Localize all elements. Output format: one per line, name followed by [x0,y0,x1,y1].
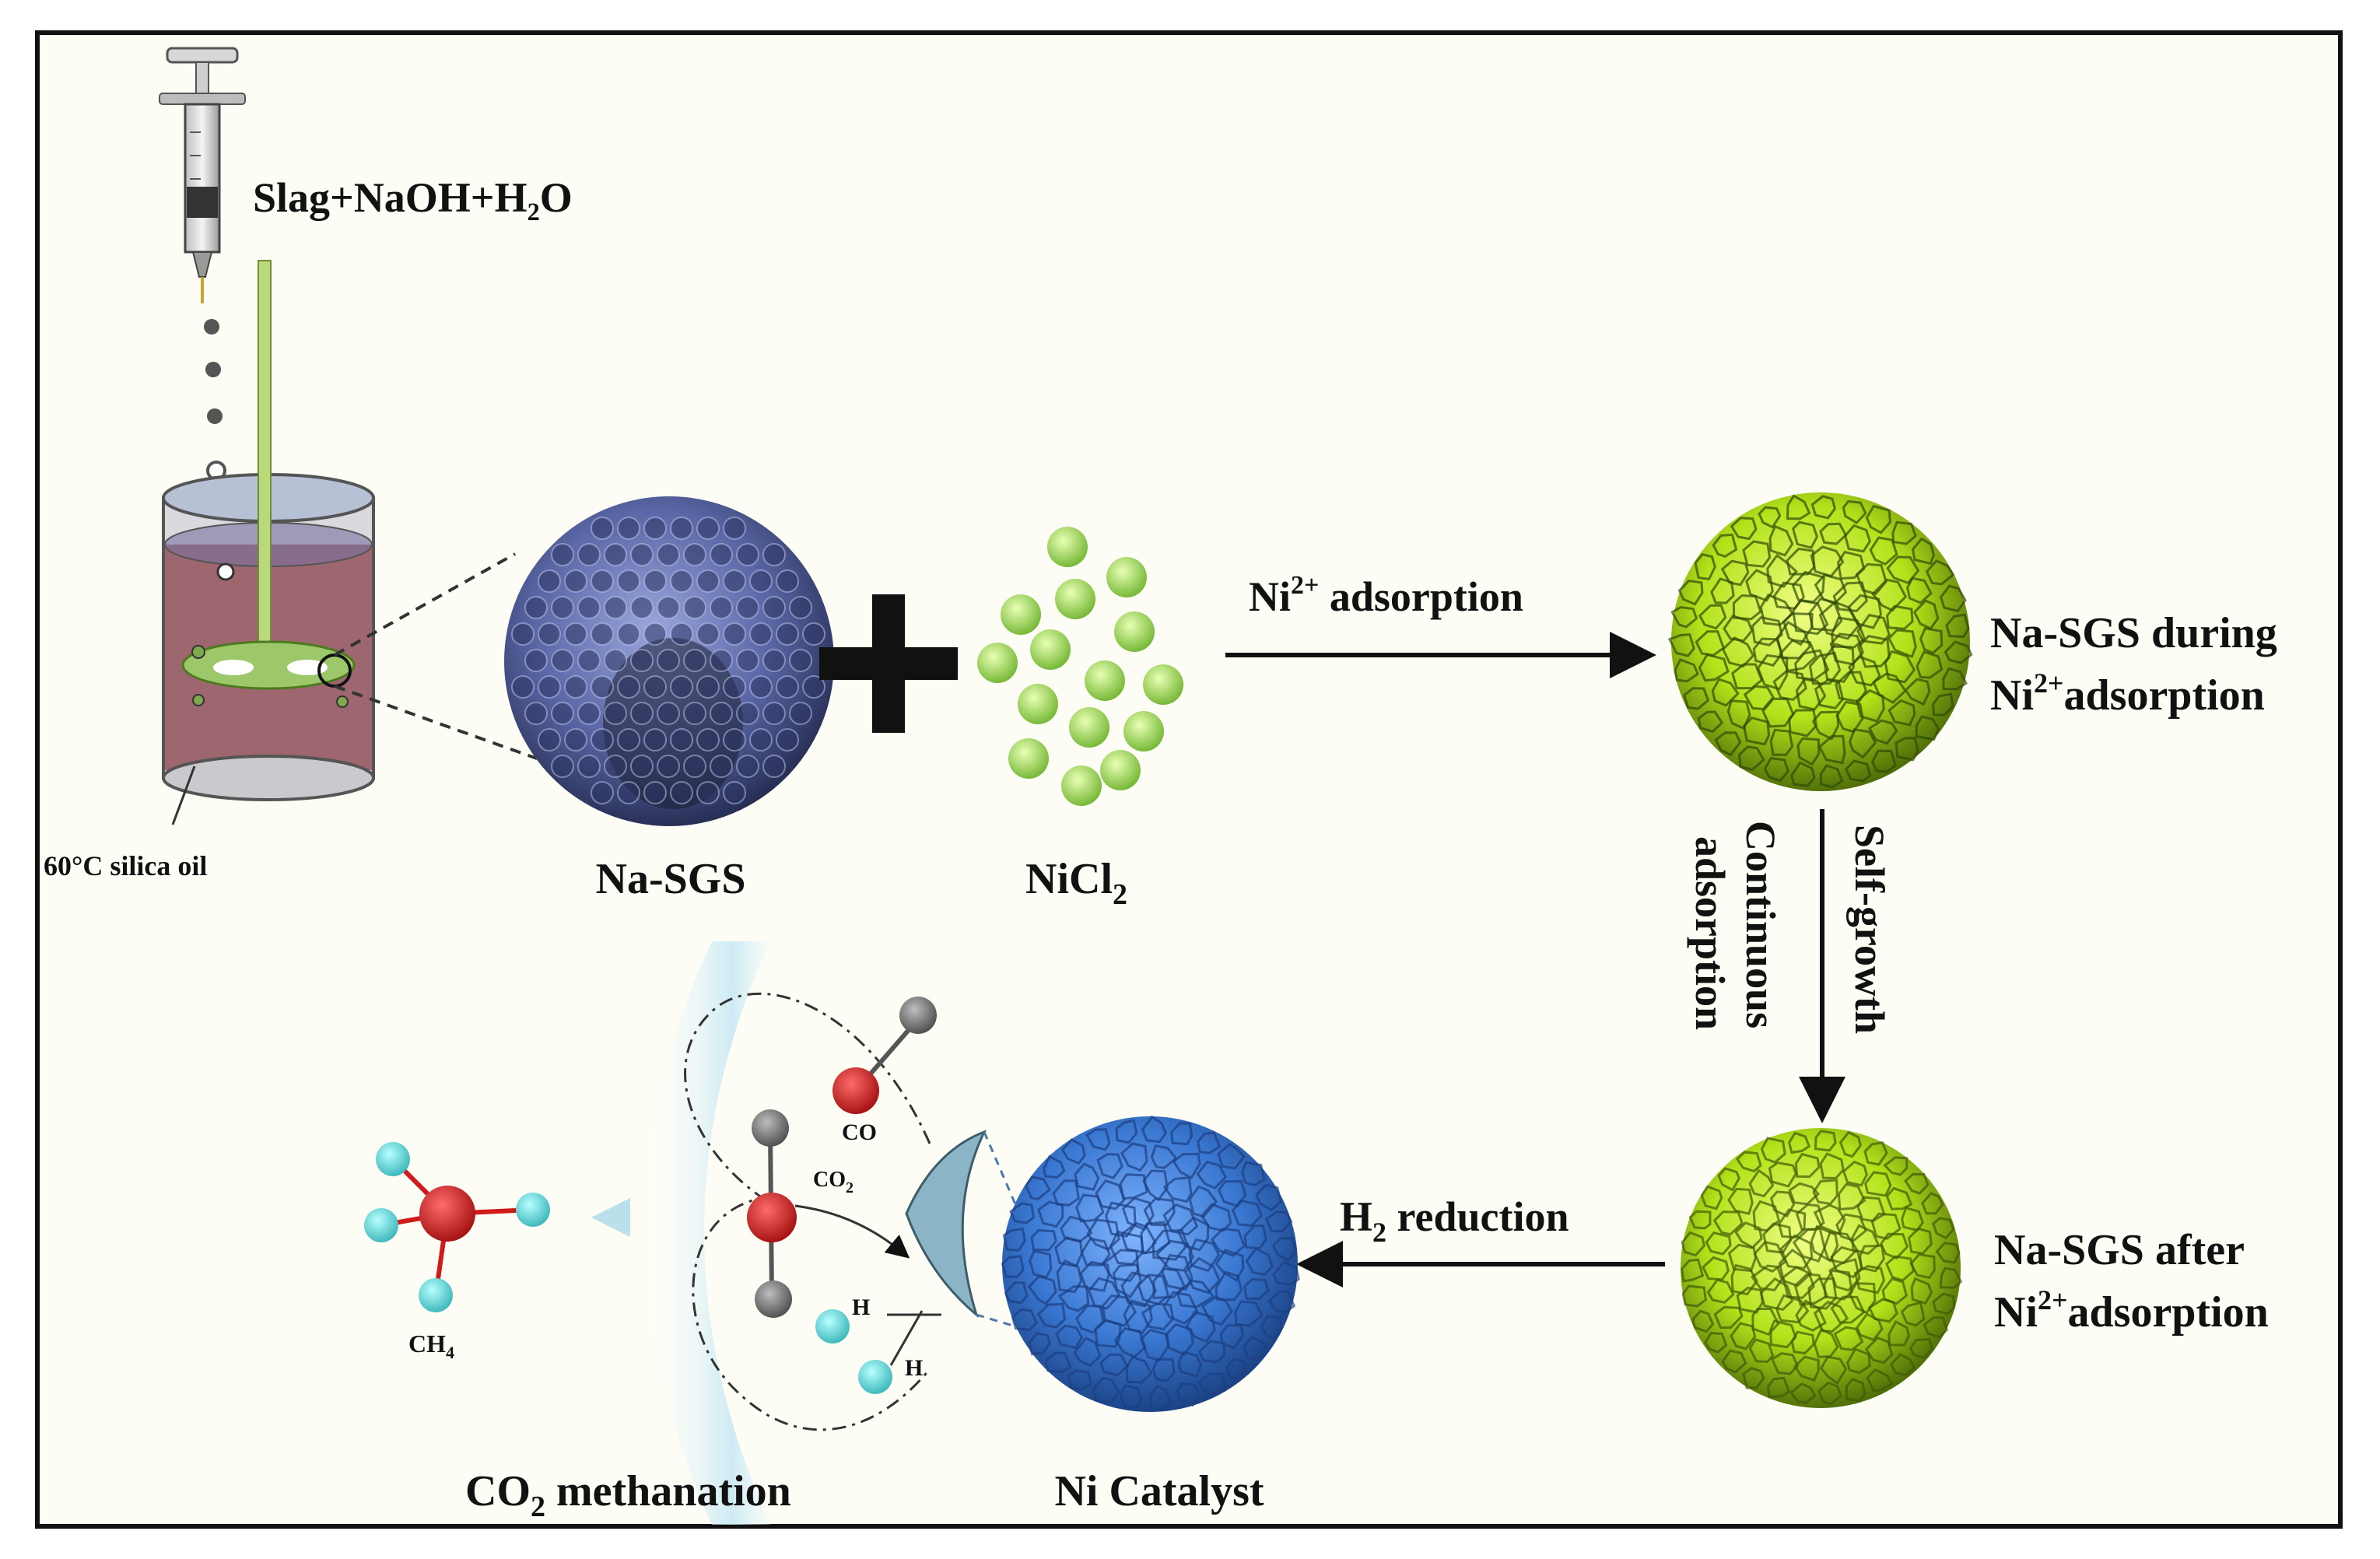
co2-label: CO2 [813,1168,854,1196]
catalyst-label: Ni Catalyst [1054,1467,1264,1515]
hydrogen-atoms [815,1309,941,1394]
nicl2-particles [977,527,1183,806]
h-label-top: H [852,1294,870,1320]
na-sgs-label: Na-SGS [596,855,746,903]
adsorption-label-vertical: adsorption [1687,836,1733,1030]
during-label-line2: Ni2+adsorption [1990,667,2265,720]
product-arrow [591,1198,630,1237]
h2-reduction-label: H2 reduction [1340,1193,1569,1248]
nicl2-label: NiCl2 [1025,855,1127,911]
methanation-label: CO2 methanation [465,1467,791,1523]
bead-after-adsorption [1681,1128,1963,1408]
falling-droplets [204,319,226,481]
ni-adsorption-label: Ni2+ adsorption [1249,571,1523,620]
h-label-bottom: H [905,1355,923,1381]
feed-label: Slag+NaOH+H₂O [253,174,573,221]
self-growth-label: Self-growth [1846,825,1893,1034]
after-label-line1: Na-SGS after [1994,1226,2245,1274]
reactor-beaker [162,260,538,825]
continuous-label: Continuous [1737,821,1784,1028]
co-label: CO [842,1119,877,1145]
ch4-label: CH4 [408,1330,454,1362]
ni-catalyst-sphere [1001,1115,1300,1412]
ch4-molecule [364,1142,550,1312]
during-label-line1: Na-SGS during [1990,609,2277,657]
co-molecule [832,997,937,1114]
plus-icon [819,594,958,733]
catalyst-surface-lens [905,1130,1017,1328]
reaction-glow [643,941,770,1525]
co2-molecule [747,1109,910,1318]
syringe-icon [159,47,246,303]
bead-during-adsorption [1667,492,1973,791]
oil-label: 60°C silica oil [44,850,207,881]
na-sgs-sphere [504,496,834,826]
after-label-line2: Ni2+adsorption [1994,1284,2269,1337]
